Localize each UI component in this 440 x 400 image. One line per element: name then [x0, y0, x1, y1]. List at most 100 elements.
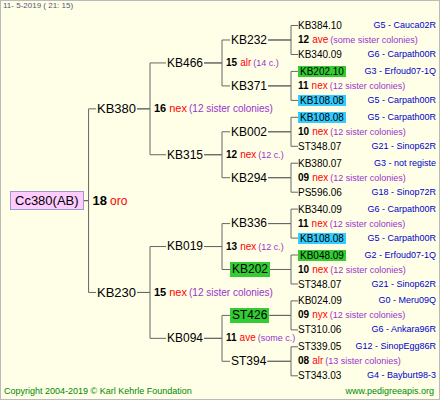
root-queen-box: Cc380(AB): [10, 191, 84, 211]
queen-node: KB466: [166, 56, 204, 70]
queen-code: KB202: [232, 262, 268, 276]
sister-colonies-note: (12 sister colonies): [330, 81, 406, 91]
queen-code: KB048.09: [298, 250, 346, 261]
generation-number: 09: [298, 173, 309, 183]
mating-code: alr: [312, 356, 323, 366]
queen-code: ST348.07: [298, 279, 341, 290]
pedigree-connector: [84, 201, 96, 293]
mating-code: nyx: [312, 310, 328, 320]
ancestor-row: KB048.09 G2 - Erfoud07-1Q: [298, 250, 436, 261]
pedigree-connector: [269, 315, 298, 329]
queen-node: KB294: [230, 171, 268, 185]
breeder-info: G5 - Carpath00R: [367, 233, 436, 244]
sister-colonies-note: (12 sister colonies): [330, 310, 406, 320]
pedigree-connector: [137, 63, 166, 109]
queen-code: ST343.03: [298, 370, 341, 381]
sister-colonies-note: (12 sister colonies): [330, 127, 406, 137]
pedigree-connector: [270, 269, 298, 284]
mating-code: nex: [312, 173, 328, 183]
pedigree-connector: [268, 163, 298, 178]
queen-code: ST348.07: [298, 141, 341, 152]
annotation-group: 12ave(some sister colonies): [298, 35, 418, 45]
mating-code: alr: [240, 58, 251, 68]
queen-code: Cc380(AB): [15, 193, 79, 208]
queen-code: KB094: [167, 331, 203, 345]
sister-colonies-note: (12 sister colonies): [330, 219, 406, 229]
queen-code: KB384.10: [298, 20, 342, 31]
ancestor-row: KB340.09G6 - Carpath00R: [298, 49, 436, 60]
queen-code: ST394: [231, 354, 266, 368]
sister-colonies-note: (12 sister colonies): [189, 104, 273, 114]
breeder-info: G6 - Ankara96R: [371, 324, 436, 335]
queen-code: KB108.08: [298, 233, 346, 244]
annotation-group: 09nyx(12 sister colonies): [298, 310, 405, 320]
queen-code: KB466: [167, 56, 203, 70]
generation-number: 18: [93, 196, 107, 206]
mating-code: ave: [312, 35, 328, 45]
pedigree-connector: [137, 247, 166, 293]
ancestor-row: ST348.07G21 - Sinop62R: [298, 279, 436, 290]
ancestor-row: KB108.08 G5 - Carpath00R: [298, 95, 436, 106]
generation-number: 09: [298, 310, 309, 320]
generation-number: 10: [298, 265, 309, 275]
generation-number: 11: [298, 81, 309, 91]
mating-code: nex: [240, 242, 256, 252]
ancestor-row: ST348.07 G21 - Sinop62R: [298, 141, 436, 152]
queen-node: KB002: [230, 125, 268, 139]
pedigree-connector: [84, 109, 96, 201]
generation-number: 15: [154, 287, 166, 297]
annotation-group: 16nex(12 sister colonies): [154, 103, 273, 114]
queen-node: KB232: [230, 33, 268, 47]
ancestor-row: ST343.03 G4 - Bayburt98-3: [298, 370, 436, 381]
queen-code: KB108.08: [298, 112, 346, 123]
queen-code: KB202.10: [298, 66, 346, 77]
mating-code: oro: [110, 196, 127, 206]
breeder-info: G4 - Bayburt98-3: [367, 370, 436, 381]
annotation-group: 15alr(14 c.): [226, 58, 279, 68]
queen-code: KB108.08: [298, 95, 346, 106]
breeder-info: G5 - Carpath00R: [367, 95, 436, 106]
mating-code: nex: [169, 287, 187, 297]
queen-code: ST310.06: [298, 324, 341, 335]
queen-code: KB380.07: [298, 158, 342, 169]
mating-code: nex: [312, 127, 328, 137]
queen-code: KB002: [231, 125, 267, 139]
breeder-info: G5 - Cauca02R: [373, 20, 436, 31]
annotation-group: 08alr(13 sister colonies): [298, 356, 401, 366]
annotation-group: 10nex(12 sister colonies): [298, 265, 406, 275]
queen-node: KB336: [230, 216, 268, 230]
breeder-info: G3 - not registe: [374, 158, 436, 169]
ancestor-row: KB024.09G0 - Meru09Q: [298, 295, 436, 306]
generation-number: 12: [226, 150, 237, 160]
ancestor-row: KB108.08 G5 - Carpath00R: [298, 233, 436, 244]
annotation-group: 11nex(12 sister colonies): [298, 81, 405, 91]
queen-node: KB094: [166, 331, 204, 345]
pedigree-connector: [268, 26, 298, 40]
generation-number: 10: [298, 127, 309, 137]
ancestor-row: KB108.08G5 - Carpath00R: [298, 112, 436, 123]
queen-code: ST339.05: [298, 341, 341, 352]
annotation-group: 11nex(12 sister colonies): [298, 219, 405, 229]
pedigree-connector: [268, 40, 298, 55]
pedigree-connector: [268, 117, 298, 131]
mating-code: nex: [312, 265, 328, 275]
queen-code: KB336: [231, 216, 267, 230]
breeder-info: G12 - SinopEgg86R: [355, 341, 436, 352]
pedigree-connector: [268, 178, 298, 192]
breeder-info: G21 - Sinop62R: [371, 141, 436, 152]
queen-node: KB202: [230, 262, 270, 276]
queen-code: PS596.06: [298, 187, 342, 198]
sister-colonies-note: (some sister colonies): [330, 35, 418, 45]
breeder-info: G0 - Meru09Q: [378, 295, 436, 306]
pedigree-connector: [137, 292, 166, 338]
copyright-note: Copyright 2004-2019 © Karl Kehrle Founda…: [4, 386, 192, 396]
pedigree-connector: [268, 209, 298, 223]
mating-code: nex: [240, 150, 256, 160]
queen-node: KB019: [166, 239, 204, 253]
ancestor-row: KB384.10 G5 - Cauca02R: [298, 20, 436, 31]
sister-colonies-note: (14 c.): [253, 58, 279, 68]
breeder-info: G2 - Erfoud07-1Q: [364, 250, 436, 261]
ancestor-row: KB202.10G3 - Erfoud07-1Q: [298, 66, 436, 77]
generation-number: 15: [226, 58, 237, 68]
